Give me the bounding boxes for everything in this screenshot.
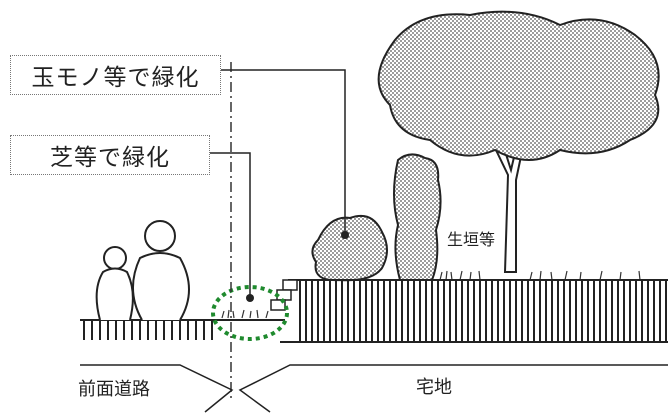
callout-tama-text: 玉モノ等で緑化 xyxy=(31,65,200,91)
callout-tama-mono: 玉モノ等で緑化 xyxy=(10,55,221,95)
lot-grass xyxy=(439,270,641,281)
grass-highlight-ring xyxy=(211,285,289,341)
road-ground xyxy=(80,319,285,340)
leader-line-tama xyxy=(221,69,346,235)
road-label: 前面道路 xyxy=(78,379,150,400)
lot-ground xyxy=(280,279,668,343)
leader-line-shiba xyxy=(210,152,251,298)
callout-shiba: 芝等で緑化 xyxy=(10,135,210,175)
tree-icon xyxy=(377,10,660,273)
lot-label: 宅地 xyxy=(416,377,452,398)
hedge-icon xyxy=(393,153,442,281)
retaining-blocks xyxy=(270,279,298,311)
hedge-label: 生垣等 xyxy=(447,230,496,249)
callout-shiba-text: 芝等で緑化 xyxy=(50,145,170,171)
shrub-icon xyxy=(311,214,388,282)
people-icon xyxy=(95,220,190,321)
grass-patch xyxy=(221,309,269,319)
extent-markers xyxy=(80,364,668,413)
